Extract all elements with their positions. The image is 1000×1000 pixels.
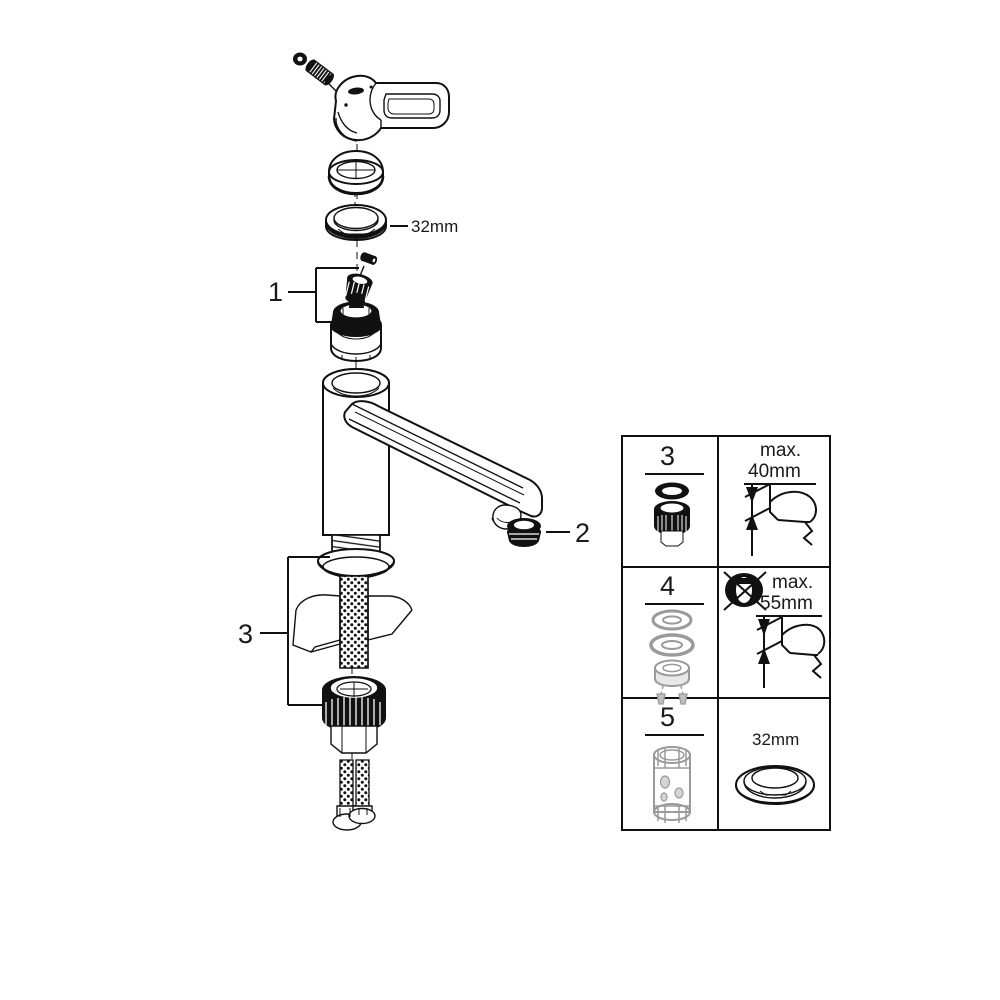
- cartridge-screw: [359, 252, 378, 277]
- handle-cap: [327, 149, 385, 196]
- basin-deck: [292, 594, 413, 653]
- panel-5: 5 32mm: [645, 702, 815, 823]
- panel-5-note-value: 32mm: [752, 730, 799, 749]
- callout-2-label: 2: [575, 518, 590, 548]
- callout-2: 2: [546, 518, 590, 548]
- panel-5-sleeve-icon: [653, 746, 691, 823]
- threaded-stud: [339, 575, 369, 669]
- panel-4-washer-stack-icon: [649, 609, 695, 705]
- panel-4-thickness-arrow: [756, 616, 826, 688]
- panel-3: 3 max. 40mm: [645, 440, 817, 556]
- panel-3-thickness-arrow: [744, 483, 817, 556]
- panel-4: 4 max. 55mm: [645, 571, 826, 705]
- dimension-32mm-label: 32mm: [411, 217, 458, 236]
- panel-4-note-prefix: max.: [772, 572, 813, 593]
- faucet-body: [322, 368, 543, 564]
- sealing-washer: [317, 548, 395, 579]
- aerator: [507, 518, 541, 547]
- panel-3-note-value: 40mm: [748, 461, 801, 482]
- panel-5-sealing-ring-icon: [735, 765, 815, 805]
- callout-3: 3: [238, 556, 330, 706]
- panel-4-number: 4: [660, 571, 675, 601]
- callout-3-label: 3: [238, 619, 253, 649]
- panel-5-number: 5: [660, 702, 675, 732]
- lever-handle: [332, 74, 450, 142]
- flex-hoses: [332, 759, 376, 831]
- cartridge: [330, 292, 382, 363]
- panel-4-note-value: 55mm: [760, 593, 813, 614]
- panel-3-note-prefix: max.: [760, 440, 801, 461]
- cap-nut-32mm: [325, 204, 387, 242]
- dimension-32mm-top: 32mm: [390, 217, 458, 236]
- panel-3-number: 3: [660, 441, 675, 471]
- mounting-nut: [322, 676, 386, 754]
- panel-3-oring-icon: [655, 482, 689, 500]
- panel-4-not-allowed-icon: [723, 571, 767, 611]
- grub-screw: [293, 52, 342, 97]
- callout-1-label: 1: [268, 277, 283, 307]
- panel-3-nut-icon: [654, 501, 690, 547]
